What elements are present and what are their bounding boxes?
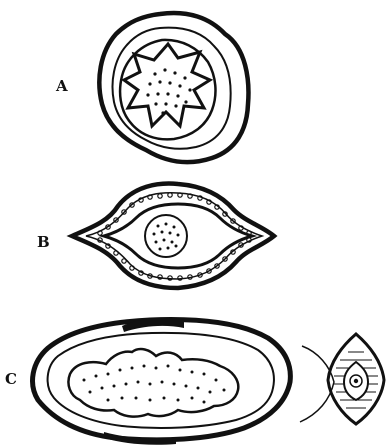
drawing-c-outer-wall [33,320,291,440]
label-b: B [37,233,50,251]
drawing-c-detail [300,334,384,424]
drawing-b-core-stipple [153,223,180,251]
drawing-c [33,318,291,445]
drawing-c-inner-wall [48,333,274,428]
drawing-b-inner-wall [86,193,262,279]
drawing-c-core-stipple [83,365,226,404]
label-c: C [5,370,17,388]
drawing-b [72,184,274,288]
label-a: A [55,77,68,95]
drawing-c-core [68,349,238,417]
drawing-b-core [145,215,187,257]
drawing-a [99,13,248,162]
drawing-a-inner-wall [113,28,231,149]
drawing-a-star-core [124,44,210,126]
drawing-c-detail-nucleolus [354,379,358,383]
